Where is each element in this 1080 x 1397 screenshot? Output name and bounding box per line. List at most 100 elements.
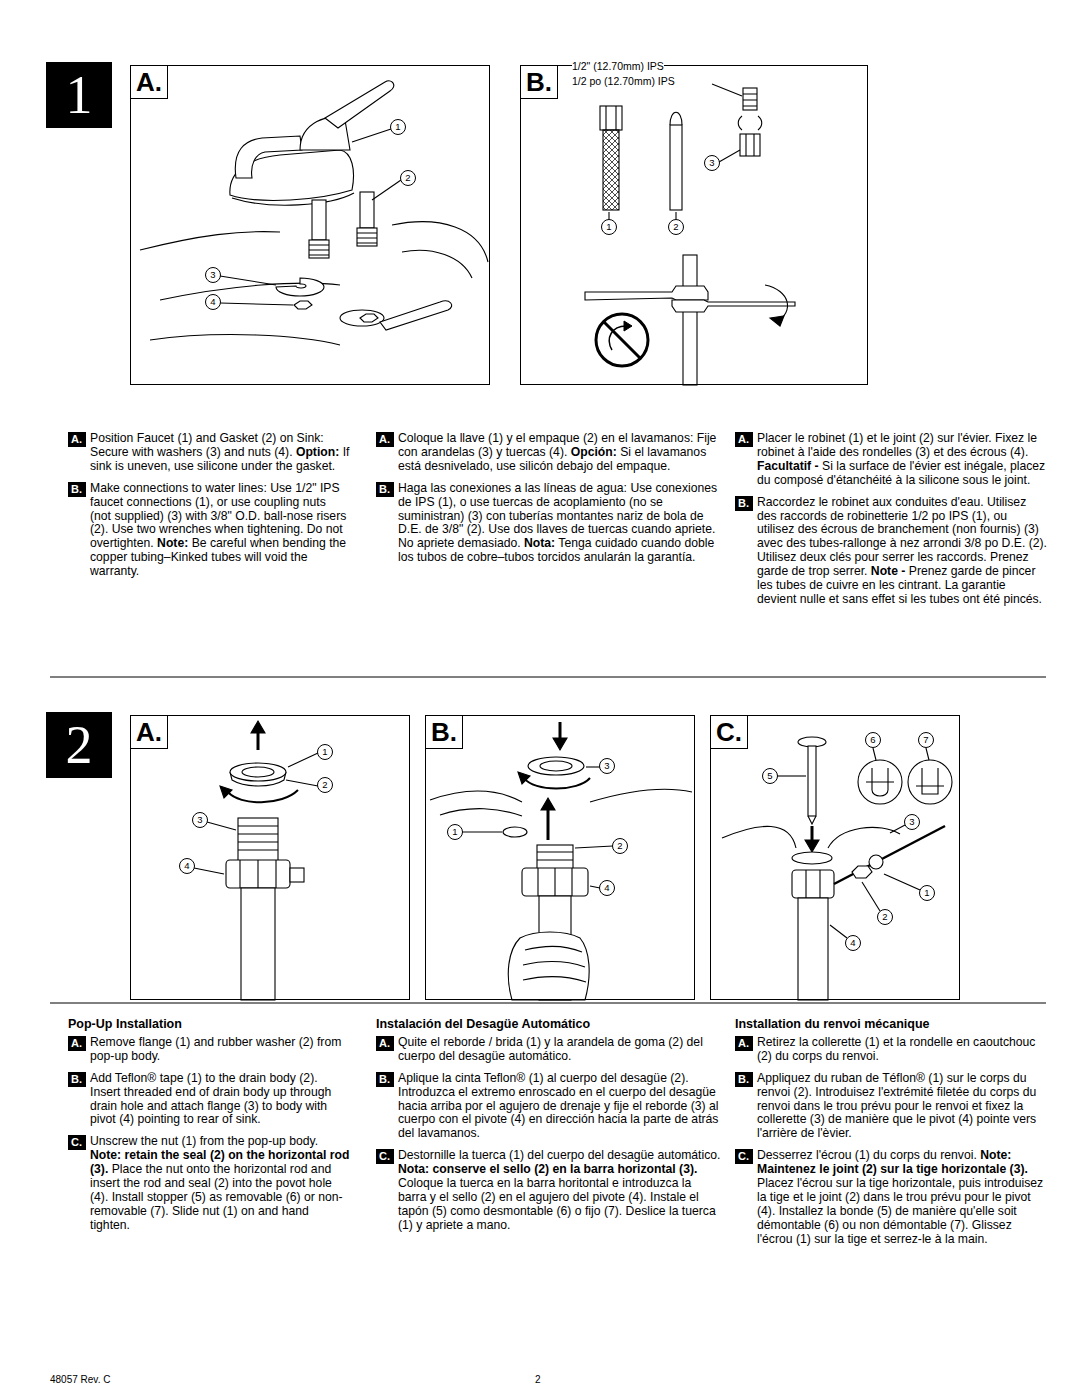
callout-number: 2 xyxy=(317,779,333,791)
instruction-text: Unscrew the nut (1) from the pop-up body… xyxy=(90,1135,350,1232)
separator-line xyxy=(50,677,1046,678)
stopper-illustration xyxy=(890,825,905,833)
callout-circle xyxy=(613,839,628,854)
callout-number: 3 xyxy=(704,157,720,169)
callout-circle xyxy=(600,759,615,774)
step-letter: B. xyxy=(376,1072,394,1087)
instruction-text: Remove flange (1) and rubber washer (2) … xyxy=(90,1036,350,1064)
drain-install-illustration xyxy=(575,846,613,848)
connection-illustration xyxy=(606,106,616,130)
stopper-illustration xyxy=(926,748,929,760)
callout-number: 2 xyxy=(612,840,628,852)
panel-letter: B. xyxy=(425,715,463,749)
connection-illustration xyxy=(712,84,742,96)
callout-circle xyxy=(206,295,221,310)
step-letter: B. xyxy=(735,1072,753,1087)
connection-illustration xyxy=(672,300,795,312)
stopper-illustration xyxy=(805,840,819,852)
connection-illustration xyxy=(738,116,762,130)
illustration-panel: B. xyxy=(425,715,695,1000)
instruction-text: Coloque la llave (1) y el empaque (2) en… xyxy=(398,432,722,474)
callout-number: 6 xyxy=(865,734,881,746)
callout-circle xyxy=(878,910,893,925)
stopper-illustration xyxy=(884,874,920,890)
step-letter: A. xyxy=(68,1036,86,1051)
instruction-text: Quite el reborde / brida (1) y la arande… xyxy=(398,1036,722,1064)
drain-install-illustration xyxy=(518,772,530,784)
instruction-sentence: Add Teflon® tape (1) to the drain body (… xyxy=(90,1071,331,1127)
drain-install-illustration xyxy=(553,738,567,750)
callout-number: 5 xyxy=(762,770,778,782)
step-number: 2 xyxy=(66,718,93,772)
stopper-illustration xyxy=(873,748,876,760)
prohibition-sign xyxy=(624,321,632,331)
instruction-step: B.Raccordez le robinet aux conduites d'e… xyxy=(735,496,1047,607)
note-label: Note: xyxy=(157,536,188,550)
instruction-step: A.Retirez la collerette (1) et la rondel… xyxy=(735,1036,1047,1064)
faucet-illustration xyxy=(372,180,401,200)
callout-number: 4 xyxy=(599,882,615,894)
instruction-sentence: Destornille la tuerca (1) del cuerpo del… xyxy=(398,1148,720,1162)
drain-illustration xyxy=(194,868,224,874)
drain-install-illustration xyxy=(440,809,522,816)
drain-illustration xyxy=(251,721,265,733)
drain-install-illustration xyxy=(503,827,527,837)
drain-install-illustration xyxy=(528,757,584,775)
callout-number: 3 xyxy=(904,816,920,828)
stopper-illustration xyxy=(808,816,816,824)
stopper-illustration xyxy=(792,852,832,864)
drain-install-illustration xyxy=(559,722,562,740)
faucet-illustration xyxy=(276,278,324,296)
stopper-illustration xyxy=(806,870,820,898)
drain-illustration xyxy=(207,822,236,830)
connection-illustration xyxy=(719,150,740,162)
stopper-illustration xyxy=(862,882,880,911)
note-label: Note - xyxy=(871,564,906,578)
stopper-illustration xyxy=(869,855,883,869)
stopper-illustration xyxy=(777,775,806,776)
callout-circle xyxy=(905,815,920,830)
connection-illustration xyxy=(585,84,795,385)
faucet-illustration xyxy=(360,192,374,228)
faucet-illustration xyxy=(220,276,276,285)
instruction-step: A. Quite el reborde / brida (1) y la aran… xyxy=(376,1036,722,1064)
instruction-sentence: Coloque la tuerca en la barra horitontal… xyxy=(398,1176,716,1232)
instruction-text: Raccordez le robinet aux conduites d'eau… xyxy=(757,496,1047,607)
note-label: Facultatif - xyxy=(757,459,819,473)
instruction-sentence: Aplique la cinta Teflon® (1) al cuerpo d… xyxy=(398,1071,718,1141)
step-letter: A. xyxy=(376,1036,394,1051)
callout-number: 1 xyxy=(919,887,935,899)
callout-number: 3 xyxy=(205,269,221,281)
step-letter: B. xyxy=(376,482,394,497)
stopper-illustration xyxy=(792,870,834,898)
faucet-illustration xyxy=(402,250,472,278)
callout-circle xyxy=(318,778,333,793)
faucet-illustration xyxy=(380,301,452,330)
connection-illustration xyxy=(743,94,757,106)
step-number-box: 2 xyxy=(46,712,112,778)
callout-number: 7 xyxy=(918,734,934,746)
panel-letter: A. xyxy=(130,715,168,749)
step-letter: B. xyxy=(68,482,86,497)
connection-illustration xyxy=(670,125,682,210)
text-column: A.Placer le robinet (1) et le joint (2) … xyxy=(735,432,1047,615)
note-label: Nota: xyxy=(524,536,555,550)
callout-number: 2 xyxy=(877,911,893,923)
instruction-text: Position Faucet (1) and Gasket (2) on Si… xyxy=(90,432,350,474)
step-letter: A. xyxy=(735,432,753,447)
instruction-step: A. Remove flange (1) and rubber washer (2… xyxy=(68,1036,350,1064)
separator-line xyxy=(50,677,1046,1003)
callout-circle xyxy=(919,733,934,748)
step-letter: A. xyxy=(735,1036,753,1051)
faucet-illustration xyxy=(220,303,293,305)
callout-circle xyxy=(193,813,208,828)
connection-illustration xyxy=(600,106,622,130)
step-letter: A. xyxy=(68,432,86,447)
text-column: A. Position Faucet (1) and Gasket (2) on … xyxy=(68,432,350,587)
panel-letter: C. xyxy=(710,715,748,749)
callout-circle xyxy=(846,936,861,951)
faucet-illustration xyxy=(294,301,312,309)
instruction-sentence: Placez l'écrou sur la tige horizontale, … xyxy=(757,1176,1043,1246)
faucet-illustration xyxy=(235,136,302,178)
